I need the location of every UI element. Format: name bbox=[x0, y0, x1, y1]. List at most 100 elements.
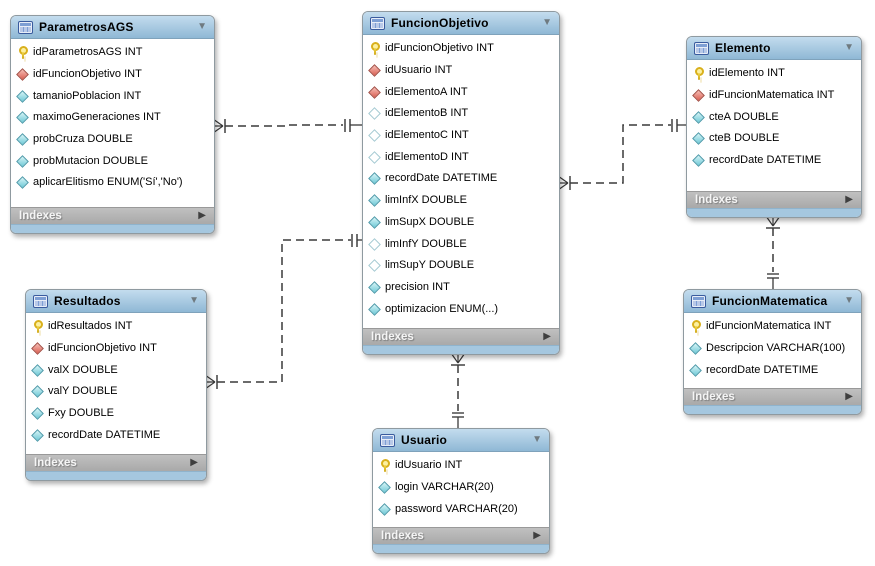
column-list: idFuncionMatematica INT Descripcion VARC… bbox=[684, 313, 861, 388]
table-parametrosags[interactable]: ParametrosAGS ▼ idParametrosAGS INT idFu… bbox=[10, 15, 215, 234]
column-row[interactable]: tamanioPoblacion INT bbox=[11, 85, 214, 107]
primary-key-icon bbox=[692, 67, 705, 80]
table-header[interactable]: Resultados ▼ bbox=[26, 290, 206, 313]
column-row[interactable]: limSupX DOUBLE bbox=[363, 212, 559, 234]
column-row[interactable]: valX DOUBLE bbox=[26, 359, 206, 381]
column-row[interactable]: idFuncionMatematica INT bbox=[684, 316, 861, 338]
column-row[interactable]: recordDate DATETIME bbox=[26, 424, 206, 446]
table-icon bbox=[694, 41, 709, 55]
indexes-label: Indexes bbox=[19, 210, 62, 222]
column-row[interactable]: limSupY DOUBLE bbox=[363, 255, 559, 277]
relationship-parametrosags-funcionobjetivo[interactable] bbox=[212, 118, 362, 134]
indexes-bar[interactable]: Indexes ▶ bbox=[26, 454, 206, 471]
relationship-resultados-funcionobjetivo[interactable] bbox=[204, 234, 362, 390]
column-row[interactable]: login VARCHAR(20) bbox=[373, 477, 549, 499]
column-row[interactable]: probCruza DOUBLE bbox=[11, 129, 214, 151]
column-row[interactable]: idFuncionObjetivo INT bbox=[363, 38, 559, 60]
table-funcionobjetivo[interactable]: FuncionObjetivo ▼ idFuncionObjetivo INT … bbox=[362, 11, 560, 355]
foreign-key-icon bbox=[368, 64, 381, 77]
column-row[interactable]: idParametrosAGS INT bbox=[11, 42, 214, 64]
column-row[interactable]: limInfX DOUBLE bbox=[363, 190, 559, 212]
table-funcionmatematica[interactable]: FuncionMatematica ▼ idFuncionMatematica … bbox=[683, 289, 862, 415]
column-row[interactable]: idElementoD INT bbox=[363, 146, 559, 168]
indexes-label: Indexes bbox=[692, 391, 735, 403]
primary-key-icon bbox=[378, 459, 391, 472]
table-header[interactable]: FuncionObjetivo ▼ bbox=[363, 12, 559, 35]
primary-key-icon bbox=[689, 320, 702, 333]
table-title: Resultados bbox=[54, 294, 121, 308]
column-row[interactable]: aplicarElitismo ENUM('Sí','No') bbox=[11, 172, 214, 194]
column-row[interactable]: idElemento INT bbox=[687, 63, 861, 85]
indexes-bar[interactable]: Indexes ▶ bbox=[373, 527, 549, 544]
table-title: FuncionObjetivo bbox=[391, 16, 489, 30]
collapse-triangle-icon[interactable]: ▼ bbox=[197, 21, 207, 32]
table-header[interactable]: Usuario ▼ bbox=[373, 429, 549, 452]
collapse-triangle-icon[interactable]: ▼ bbox=[542, 17, 552, 28]
column-icon bbox=[368, 281, 381, 294]
table-bottom-strip bbox=[687, 208, 861, 217]
column-row[interactable]: optimizacion ENUM(...) bbox=[363, 298, 559, 320]
column-row[interactable]: cteA DOUBLE bbox=[687, 106, 861, 128]
indexes-bar[interactable]: Indexes ▶ bbox=[363, 328, 559, 345]
column-row[interactable]: idFuncionMatematica INT bbox=[687, 85, 861, 107]
column-row[interactable]: password VARCHAR(20) bbox=[373, 498, 549, 520]
collapse-triangle-icon[interactable]: ▼ bbox=[844, 42, 854, 53]
column-row[interactable]: Fxy DOUBLE bbox=[26, 403, 206, 425]
column-row[interactable]: idElementoC INT bbox=[363, 125, 559, 147]
collapse-triangle-icon[interactable]: ▼ bbox=[532, 434, 542, 445]
column-icon bbox=[31, 364, 44, 377]
column-row[interactable]: idElementoA INT bbox=[363, 81, 559, 103]
column-row[interactable]: probMutacion DOUBLE bbox=[11, 150, 214, 172]
table-header[interactable]: Elemento ▼ bbox=[687, 37, 861, 60]
column-icon bbox=[692, 111, 705, 124]
table-usuario[interactable]: Usuario ▼ idUsuario INT login VARCHAR(20… bbox=[372, 428, 550, 554]
expand-triangle-icon[interactable]: ▶ bbox=[198, 210, 206, 221]
expand-triangle-icon[interactable]: ▶ bbox=[845, 194, 853, 205]
table-header[interactable]: FuncionMatematica ▼ bbox=[684, 290, 861, 313]
table-bottom-strip bbox=[373, 544, 549, 553]
column-row[interactable]: precision INT bbox=[363, 277, 559, 299]
column-row[interactable]: maximoGeneraciones INT bbox=[11, 107, 214, 129]
relationship-elemento-funcionmatematica[interactable] bbox=[765, 215, 781, 289]
column-nullable-icon bbox=[368, 129, 381, 142]
table-icon bbox=[380, 433, 395, 447]
collapse-triangle-icon[interactable]: ▼ bbox=[844, 295, 854, 306]
expand-triangle-icon[interactable]: ▶ bbox=[845, 391, 853, 402]
table-header[interactable]: ParametrosAGS ▼ bbox=[11, 16, 214, 39]
primary-key-icon bbox=[31, 320, 44, 333]
column-row[interactable]: recordDate DATETIME bbox=[363, 168, 559, 190]
column-row[interactable]: idUsuario INT bbox=[373, 455, 549, 477]
indexes-bar[interactable]: Indexes ▶ bbox=[684, 388, 861, 405]
column-row[interactable]: idFuncionObjetivo INT bbox=[26, 338, 206, 360]
column-row[interactable]: recordDate DATETIME bbox=[687, 150, 861, 172]
collapse-triangle-icon[interactable]: ▼ bbox=[189, 295, 199, 306]
column-icon bbox=[16, 133, 29, 146]
expand-triangle-icon[interactable]: ▶ bbox=[543, 331, 551, 342]
column-row[interactable]: limInfY DOUBLE bbox=[363, 233, 559, 255]
primary-key-icon bbox=[16, 46, 29, 59]
indexes-bar[interactable]: Indexes ▶ bbox=[11, 207, 214, 224]
foreign-key-icon bbox=[31, 342, 44, 355]
table-title: Elemento bbox=[715, 41, 771, 55]
table-title: ParametrosAGS bbox=[39, 20, 134, 34]
column-row[interactable]: cteB DOUBLE bbox=[687, 128, 861, 150]
column-row[interactable]: idFuncionObjetivo INT bbox=[11, 64, 214, 86]
expand-triangle-icon[interactable]: ▶ bbox=[533, 530, 541, 541]
column-icon bbox=[368, 303, 381, 316]
relationship-funcionobjetivo-elemento[interactable] bbox=[557, 119, 686, 191]
column-row[interactable]: valY DOUBLE bbox=[26, 381, 206, 403]
table-elemento[interactable]: Elemento ▼ idElemento INT idFuncionMatem… bbox=[686, 36, 862, 218]
column-row[interactable]: recordDate DATETIME bbox=[684, 359, 861, 381]
relationship-funcionobjetivo-usuario[interactable] bbox=[450, 352, 466, 428]
table-resultados[interactable]: Resultados ▼ idResultados INT idFuncionO… bbox=[25, 289, 207, 481]
column-row[interactable]: idUsuario INT bbox=[363, 60, 559, 82]
expand-triangle-icon[interactable]: ▶ bbox=[190, 457, 198, 468]
indexes-bar[interactable]: Indexes ▶ bbox=[687, 191, 861, 208]
column-icon bbox=[16, 90, 29, 103]
column-list: idUsuario INT login VARCHAR(20) password… bbox=[373, 452, 549, 527]
column-row[interactable]: idElementoB INT bbox=[363, 103, 559, 125]
indexes-label: Indexes bbox=[34, 457, 77, 469]
column-row[interactable]: idResultados INT bbox=[26, 316, 206, 338]
column-row[interactable]: Descripcion VARCHAR(100) bbox=[684, 338, 861, 360]
